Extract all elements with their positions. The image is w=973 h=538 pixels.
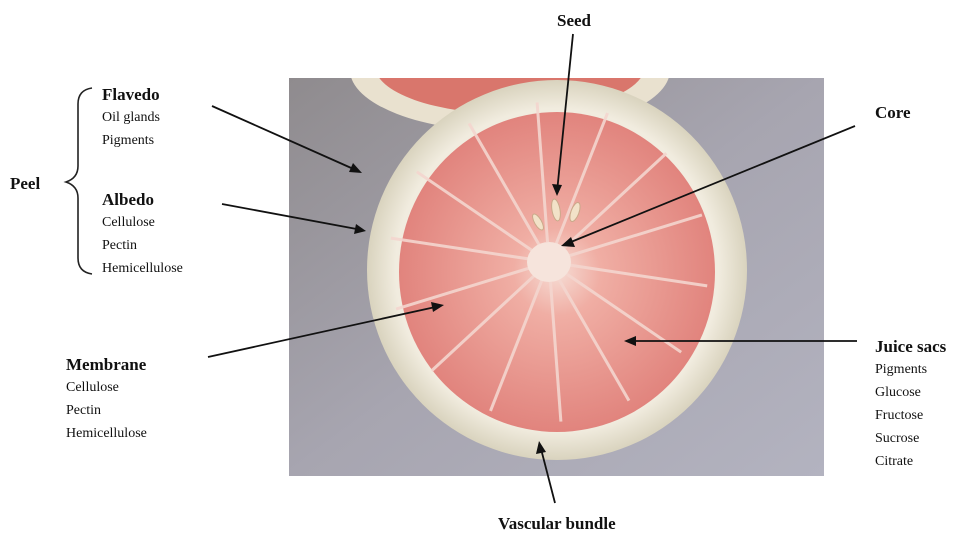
flavedo-item: Oil glands — [102, 106, 160, 129]
vascular-bundle-label: Vascular bundle — [498, 515, 616, 532]
membrane-title: Membrane — [66, 356, 147, 373]
membrane-item: Hemicellulose — [66, 422, 147, 445]
fruit-core — [527, 242, 571, 282]
flavedo-title: Flavedo — [102, 86, 160, 103]
albedo-item: Hemicellulose — [102, 257, 183, 280]
albedo-title: Albedo — [102, 191, 183, 208]
albedo-item: Cellulose — [102, 211, 183, 234]
juice-sacs-items: Pigments Glucose Fructose Sucrose Citrat… — [875, 358, 946, 473]
membrane-item: Pectin — [66, 399, 147, 422]
core-label: Core — [875, 104, 911, 121]
peel-label: Peel — [10, 175, 40, 192]
peel-bracket — [66, 88, 92, 274]
seed-label: Seed — [557, 12, 591, 29]
membrane-item: Cellulose — [66, 376, 147, 399]
membrane-group: Membrane Cellulose Pectin Hemicellulose — [66, 356, 147, 445]
flavedo-group: Flavedo Oil glands Pigments — [102, 86, 160, 152]
juice-sacs-item: Fructose — [875, 404, 946, 427]
membrane-items: Cellulose Pectin Hemicellulose — [66, 376, 147, 445]
juice-sacs-item: Pigments — [875, 358, 946, 381]
albedo-items: Cellulose Pectin Hemicellulose — [102, 211, 183, 280]
flavedo-items: Oil glands Pigments — [102, 106, 160, 152]
juice-sacs-item: Glucose — [875, 381, 946, 404]
juice-sacs-item: Citrate — [875, 450, 946, 473]
flavedo-item: Pigments — [102, 129, 160, 152]
juice-sacs-title: Juice sacs — [875, 338, 946, 355]
albedo-item: Pectin — [102, 234, 183, 257]
juice-sacs-group: Juice sacs Pigments Glucose Fructose Suc… — [875, 338, 946, 473]
juice-sacs-item: Sucrose — [875, 427, 946, 450]
albedo-group: Albedo Cellulose Pectin Hemicellulose — [102, 191, 183, 280]
